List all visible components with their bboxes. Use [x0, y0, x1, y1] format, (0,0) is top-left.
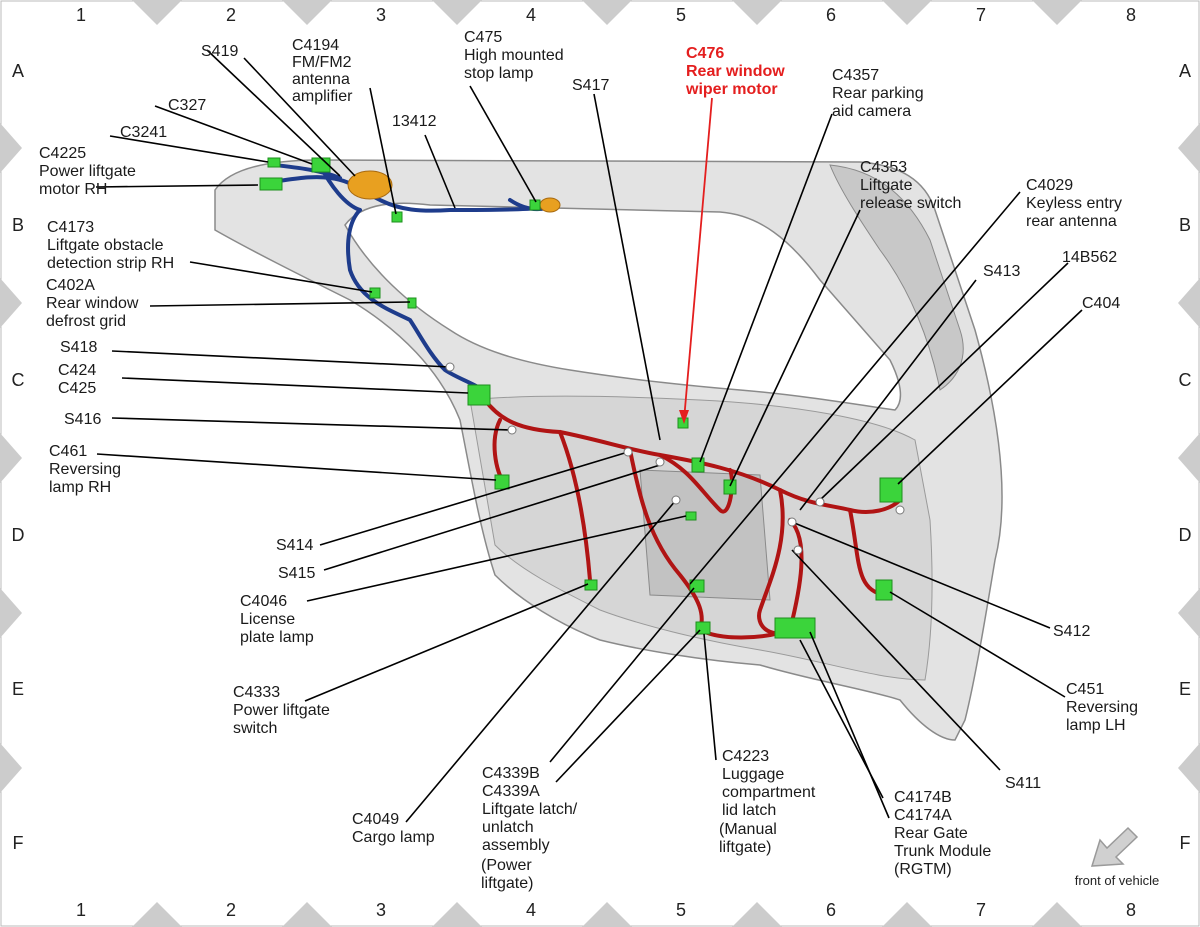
front-of-vehicle-label: front of vehicle	[1075, 873, 1160, 888]
col-label-6-top: 6	[826, 5, 836, 25]
label-14b562: 14B562	[1062, 249, 1117, 266]
row-label-a-left: A	[12, 61, 24, 81]
front-of-vehicle-arrow-icon	[1090, 826, 1139, 867]
connector-c4046	[685, 511, 697, 521]
col-label-7-top: 7	[976, 5, 986, 25]
col-label-1-top: 1	[76, 5, 86, 25]
col-label-5-top: 5	[676, 5, 686, 25]
label-c476: C476 Rear window wiper motor	[685, 45, 789, 98]
label-c4225: C4225 Power liftgate motor RH	[39, 145, 140, 198]
label-13412: 13412	[392, 113, 437, 130]
label-c4049: C4049 Cargo lamp	[352, 811, 435, 846]
label-c475: C475 High mounted stop lamp	[464, 29, 568, 82]
connector-c4173	[369, 287, 381, 299]
col-label-2-top: 2	[226, 5, 236, 25]
row-label-c-right: C	[1179, 370, 1192, 390]
col-label-8-bottom: 8	[1126, 900, 1136, 920]
arrow-c476	[679, 410, 689, 424]
row-label-a-right: A	[1179, 61, 1191, 81]
label-c4339: C4339B C4339A Liftgate latch/ unlatch as…	[482, 765, 582, 854]
label-c4357: C4357 Rear parking aid camera	[832, 67, 928, 120]
label-c4029: C4029 Keyless entry rear antenna	[1026, 177, 1127, 230]
connector-c4194	[391, 211, 403, 223]
row-label-f-left: F	[13, 833, 24, 853]
label-c4223: C4223 Luggage compartment lid latch	[722, 748, 820, 819]
row-label-e-left: E	[12, 679, 24, 699]
label-c3241: C3241	[120, 124, 167, 141]
label-s418: S418	[60, 339, 97, 356]
label-c402a: C402A Rear window defrost grid	[46, 277, 143, 330]
connector-c451	[875, 579, 893, 601]
connector-c4174	[774, 617, 816, 639]
connector-c424	[467, 384, 491, 406]
row-label-e-right: E	[1179, 679, 1191, 699]
connector-c402a	[407, 297, 417, 309]
label-c404: C404	[1082, 295, 1120, 312]
col-label-3-top: 3	[376, 5, 386, 25]
label-c4353: C4353 Liftgate release switch	[860, 159, 961, 212]
label-c4173: C4173 Liftgate obstacle detection strip …	[47, 219, 174, 272]
col-label-7-bottom: 7	[976, 900, 986, 920]
label-c327: C327	[168, 97, 206, 114]
label-s415: S415	[278, 565, 315, 582]
label-c4223-note: (Manual liftgate)	[719, 821, 781, 856]
connector-c3241	[267, 157, 281, 168]
col-label-2-bottom: 2	[226, 900, 236, 920]
liftgate-panel	[214, 159, 1003, 741]
row-label-d-left: D	[12, 525, 25, 545]
col-label-4-bottom: 4	[526, 900, 536, 920]
antenna-amplifier-shape	[347, 170, 561, 213]
connector-c461	[494, 474, 510, 490]
label-s413: S413	[983, 263, 1020, 280]
col-label-3-bottom: 3	[376, 900, 386, 920]
col-label-5-bottom: 5	[676, 900, 686, 920]
row-label-c-left: C	[12, 370, 25, 390]
label-c461: C461 Reversing lamp RH	[49, 443, 125, 496]
row-label-b-left: B	[12, 215, 24, 235]
col-label-6-bottom: 6	[826, 900, 836, 920]
label-s412: S412	[1053, 623, 1090, 640]
col-label-1-bottom: 1	[76, 900, 86, 920]
connector-c4353	[723, 479, 737, 495]
label-c424-c425: C424 C425	[58, 362, 101, 397]
row-label-d-right: D	[1179, 525, 1192, 545]
connector-c404	[879, 477, 903, 503]
row-label-b-right: B	[1179, 215, 1191, 235]
label-c4333: C4333 Power liftgate switch	[233, 684, 334, 737]
splices	[445, 362, 905, 555]
label-c4194: C4194 FM/FM2 antenna amplifier	[292, 37, 356, 105]
col-label-4-top: 4	[526, 5, 536, 25]
label-c4174: C4174B C4174A Rear Gate Trunk Module (RG…	[894, 789, 996, 878]
connector-c4357	[691, 457, 705, 473]
label-s416: S416	[64, 411, 101, 428]
col-label-8-top: 8	[1126, 5, 1136, 25]
label-s414: S414	[276, 537, 313, 554]
leader-c476	[683, 97, 713, 421]
connectors	[259, 157, 903, 639]
label-c4046: C4046 License plate lamp	[240, 593, 314, 646]
label-c451: C451 Reversing lamp LH	[1066, 681, 1142, 734]
row-label-f-right: F	[1180, 833, 1191, 853]
label-s417: S417	[572, 77, 609, 94]
connector-c4225	[259, 177, 283, 191]
label-c4339-note: (Power liftgate)	[481, 857, 536, 892]
label-s419: S419	[201, 43, 238, 60]
label-s411: S411	[1005, 775, 1041, 792]
leader-lines	[95, 49, 1083, 823]
